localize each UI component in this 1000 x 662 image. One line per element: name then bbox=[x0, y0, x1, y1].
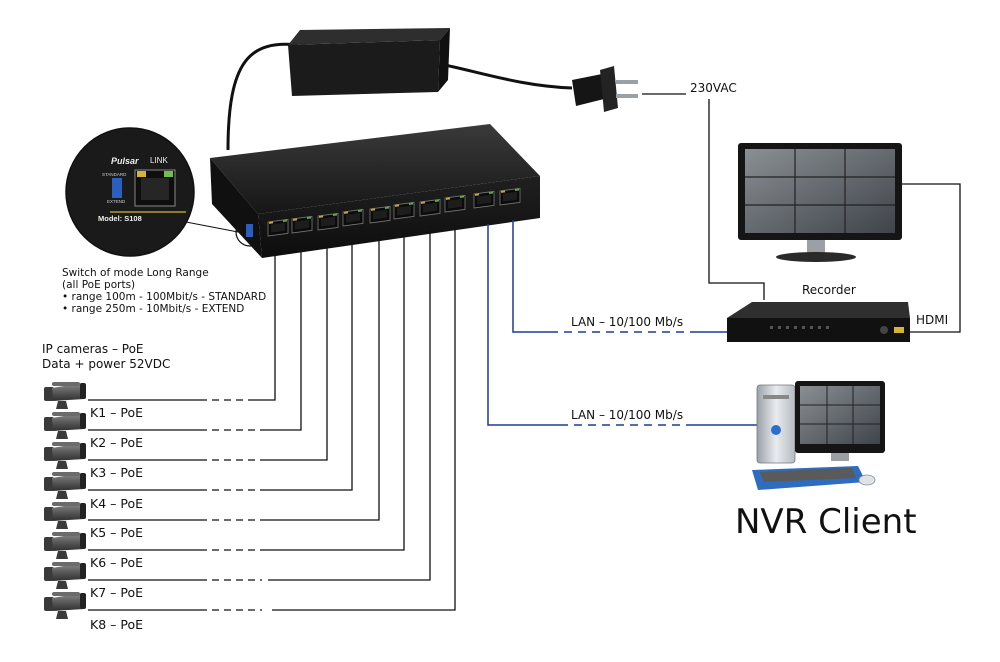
mode-option-standard: • range 100m - 100Mbit/s - STANDARD bbox=[62, 291, 267, 303]
lan-label-recorder: LAN – 10/100 Mb/s bbox=[571, 315, 684, 329]
camera-icon-1 bbox=[44, 382, 86, 409]
nvr-client-label: NVR Client bbox=[735, 502, 917, 542]
recorder-device bbox=[727, 302, 910, 342]
camera-label-6: K6 – PoE bbox=[90, 555, 143, 570]
power-supply bbox=[226, 28, 573, 151]
mode-switch-subtitle: (all PoE ports) bbox=[62, 279, 136, 291]
camera-label-4: K4 – PoE bbox=[90, 496, 143, 511]
mains-line bbox=[642, 93, 765, 300]
poe-switch bbox=[210, 124, 540, 258]
camera-label-2: K2 – PoE bbox=[90, 435, 143, 450]
camera-icon-5 bbox=[44, 502, 86, 529]
brand-logo: Pulsar bbox=[111, 156, 139, 166]
camera-icon-7 bbox=[44, 562, 86, 589]
camera-label-1: K1 – PoE bbox=[90, 405, 143, 420]
model-label: Model: S108 bbox=[98, 214, 142, 223]
camera-icon-3 bbox=[44, 442, 86, 469]
extend-label: EXTEND bbox=[107, 199, 126, 204]
monitor bbox=[738, 143, 902, 262]
cameras-header-line1: IP cameras – PoE bbox=[42, 342, 144, 356]
lan-lines bbox=[487, 220, 758, 426]
power-plug-icon bbox=[572, 66, 638, 112]
client-pc bbox=[752, 381, 885, 490]
hdmi-label: HDMI bbox=[916, 313, 949, 327]
camera-cables-dashed bbox=[200, 399, 262, 611]
camera-icon-6 bbox=[44, 532, 86, 559]
lan-label-client: LAN – 10/100 Mb/s bbox=[571, 408, 684, 422]
switch-zoom-view bbox=[65, 127, 239, 257]
camera-icon-8 bbox=[44, 592, 86, 619]
camera-solid-stubs bbox=[88, 399, 200, 611]
camera-label-8: K8 – PoE bbox=[90, 617, 143, 632]
camera-label-3: K3 – PoE bbox=[90, 465, 143, 480]
link-label: LINK bbox=[150, 156, 168, 165]
camera-icon-2 bbox=[44, 412, 86, 439]
camera-cables bbox=[252, 224, 456, 611]
cameras-header-line2: Data + power 52VDC bbox=[42, 357, 171, 371]
hdmi-line bbox=[900, 183, 961, 333]
camera-label-5: K5 – PoE bbox=[90, 525, 143, 540]
mode-option-extend: • range 250m - 10Mbit/s - EXTEND bbox=[62, 303, 245, 315]
standard-label: STANDARD bbox=[102, 172, 127, 177]
camera-icon-4 bbox=[44, 472, 86, 499]
recorder-label: Recorder bbox=[802, 283, 856, 297]
lan-lines-dashed bbox=[550, 331, 694, 426]
camera-label-7: K7 – PoE bbox=[90, 585, 143, 600]
mode-switch-title: Switch of mode Long Range bbox=[62, 267, 209, 279]
voltage-label: 230VAC bbox=[690, 81, 737, 95]
